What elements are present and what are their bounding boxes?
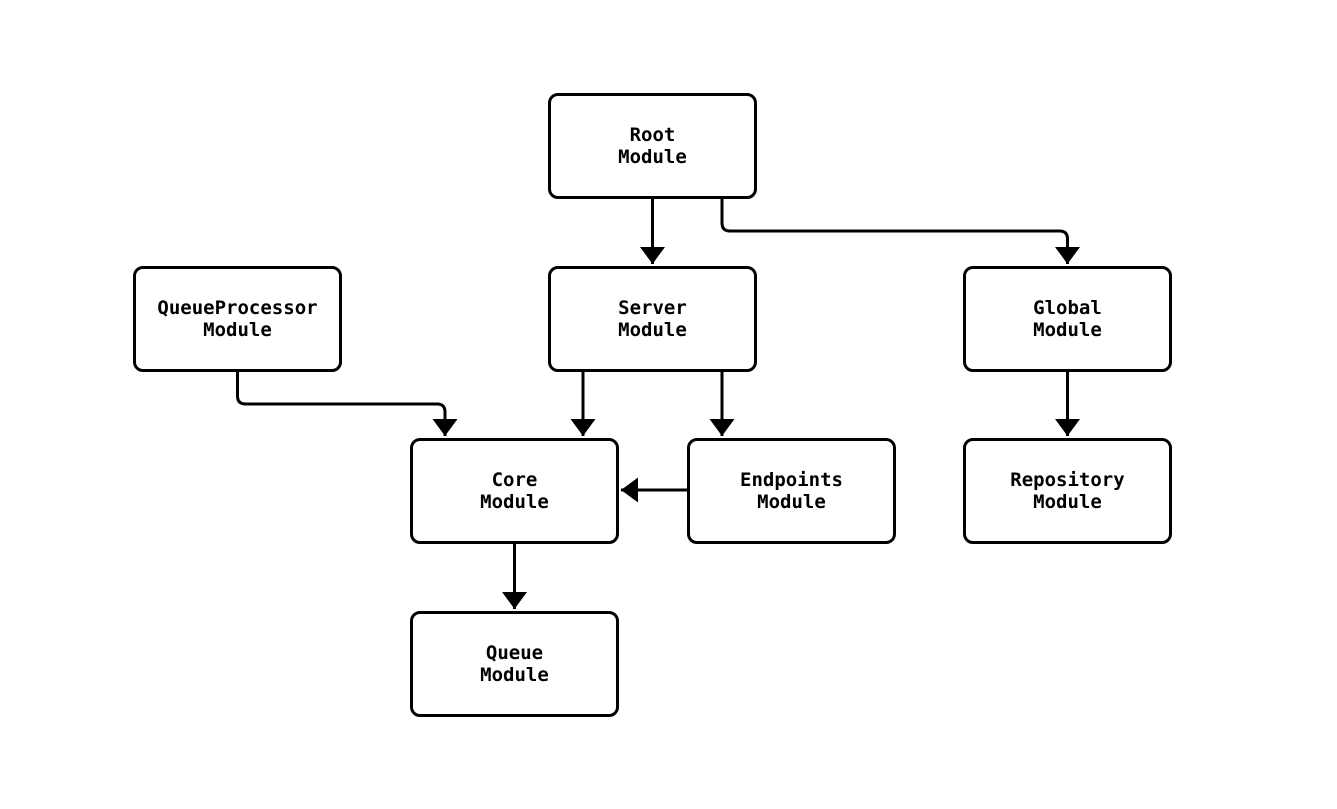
node-root-module: Root Module: [548, 93, 757, 199]
node-core-module: Core Module: [410, 438, 619, 544]
node-server-module: Server Module: [548, 266, 757, 372]
node-repository-module: Repository Module: [963, 438, 1172, 544]
edge-root-to-global: [720, 199, 1080, 264]
node-global-module-label: Global Module: [1033, 297, 1102, 341]
node-server-module-label: Server Module: [618, 297, 687, 341]
node-queueprocessor-module-label: QueueProcessor Module: [157, 297, 318, 341]
node-endpoints-module: Endpoints Module: [687, 438, 896, 544]
node-queueprocessor-module: QueueProcessor Module: [133, 266, 342, 372]
node-core-module-label: Core Module: [480, 469, 549, 513]
node-global-module: Global Module: [963, 266, 1172, 372]
node-queue-module-label: Queue Module: [480, 642, 549, 686]
node-repository-module-label: Repository Module: [1010, 469, 1125, 513]
node-endpoints-module-label: Endpoints Module: [740, 469, 843, 513]
edge-queueprocessor-to-core: [236, 372, 458, 436]
node-queue-module: Queue Module: [410, 611, 619, 717]
node-root-module-label: Root Module: [618, 124, 687, 168]
